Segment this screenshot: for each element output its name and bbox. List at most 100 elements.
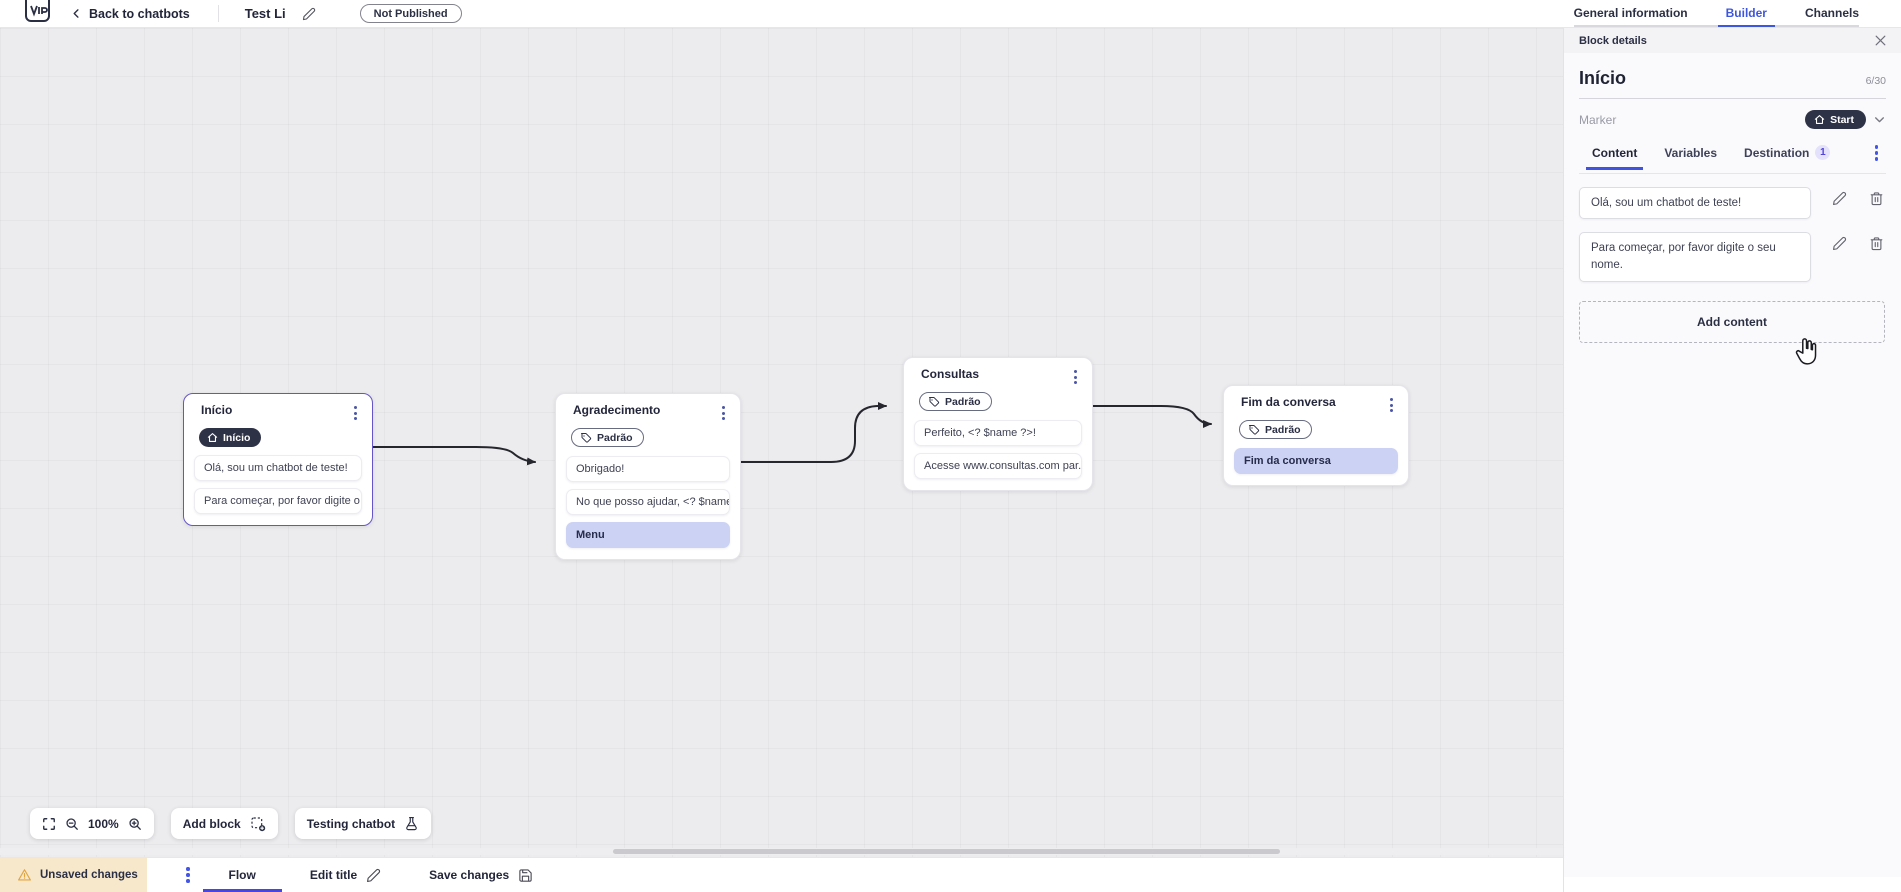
node-card[interactable]: Para começar, por favor digite o ... bbox=[194, 488, 362, 514]
delete-content-icon[interactable] bbox=[1869, 236, 1884, 251]
home-icon bbox=[1814, 114, 1825, 125]
add-block-label: Add block bbox=[182, 816, 241, 831]
node-title: Agradecimento bbox=[573, 403, 661, 417]
add-block-icon bbox=[250, 816, 266, 832]
flask-icon bbox=[404, 816, 419, 831]
fit-screen-icon[interactable] bbox=[42, 817, 56, 831]
pencil-icon bbox=[366, 868, 381, 883]
node-card[interactable]: Menu bbox=[566, 521, 730, 548]
content-item-row: Olá, sou um chatbot de teste! bbox=[1579, 186, 1886, 220]
content-text-card[interactable]: Para começar, por favor digite o seu nom… bbox=[1579, 232, 1811, 282]
badge-label: Padrão bbox=[597, 431, 633, 444]
node-title: Início bbox=[201, 403, 233, 417]
warning-icon bbox=[17, 868, 32, 882]
marker-value: Start bbox=[1830, 113, 1854, 126]
edit-content-icon[interactable] bbox=[1832, 191, 1847, 206]
unsaved-changes-label: Unsaved changes bbox=[40, 869, 138, 881]
chevron-down-icon[interactable] bbox=[1873, 113, 1886, 126]
badge-label: Padrão bbox=[1265, 423, 1301, 436]
bot-title: Test Li bbox=[244, 6, 286, 21]
node-card[interactable]: Acesse www.consultas.com par... bbox=[914, 452, 1082, 479]
badge-label: Padrão bbox=[945, 395, 981, 408]
edit-bot-title-icon[interactable] bbox=[302, 7, 316, 21]
canvas-controls: 100% Add block Testing chatbot bbox=[30, 808, 432, 839]
tab-destination-label: Destination bbox=[1744, 145, 1810, 160]
canvas-hscroll-track bbox=[0, 848, 1563, 855]
char-counter: 6/30 bbox=[1865, 75, 1886, 87]
tab-builder[interactable]: Builder bbox=[1717, 0, 1776, 27]
marker-label: Marker bbox=[1579, 112, 1617, 127]
marker-row: Marker Start bbox=[1579, 110, 1886, 129]
block-name-field[interactable]: Início bbox=[1579, 68, 1627, 88]
node-card[interactable]: Perfeito, <? $name ?>! bbox=[914, 419, 1082, 446]
tag-icon bbox=[1248, 424, 1260, 436]
flow-edge-agradecimento-to-consultas bbox=[740, 402, 887, 463]
zoom-level: 100% bbox=[88, 816, 119, 831]
node-card[interactable]: Olá, sou um chatbot de teste! bbox=[194, 455, 362, 481]
node-card[interactable]: Fim da conversa bbox=[1234, 447, 1398, 474]
zoom-in-icon[interactable] bbox=[128, 817, 142, 831]
node-menu-icon[interactable] bbox=[1385, 395, 1398, 415]
node-title: Consultas bbox=[921, 367, 980, 381]
back-to-chatbots-button[interactable]: Back to chatbots bbox=[71, 7, 190, 21]
add-content-button[interactable]: Add content bbox=[1579, 300, 1885, 343]
tab-variables[interactable]: Variables bbox=[1664, 146, 1717, 169]
tab-destination[interactable]: Destination 1 bbox=[1744, 145, 1831, 169]
marker-badge: Padrão bbox=[919, 392, 992, 411]
top-bar: Back to chatbots Test Li Not Published G… bbox=[0, 0, 1901, 28]
save-changes-label: Save changes bbox=[429, 868, 510, 882]
tab-variables-label: Variables bbox=[1664, 145, 1718, 160]
marker-start-pill[interactable]: Start bbox=[1805, 110, 1866, 129]
panel-body: Início 6/30 Marker Start bbox=[1564, 68, 1901, 343]
save-changes-button[interactable]: Save changes bbox=[429, 858, 533, 892]
node-card[interactable]: Obrigado! bbox=[566, 455, 730, 482]
tab-content-label: Content bbox=[1592, 145, 1638, 160]
tab-channels[interactable]: Channels bbox=[1804, 5, 1859, 20]
app-logo-icon bbox=[24, 0, 51, 24]
panel-footer bbox=[1564, 877, 1901, 892]
flow-edge-consultas-to-fim-da-conversa bbox=[1092, 405, 1212, 428]
close-icon[interactable] bbox=[1874, 34, 1887, 47]
edit-title-label: Edit title bbox=[309, 868, 358, 882]
node-menu-icon[interactable] bbox=[717, 403, 730, 423]
edit-title-button[interactable]: Edit title bbox=[310, 858, 381, 892]
delete-content-icon[interactable] bbox=[1869, 191, 1884, 206]
marker-badge: Padrão bbox=[1239, 420, 1312, 439]
tab-content[interactable]: Content bbox=[1585, 145, 1644, 170]
back-label: Back to chatbots bbox=[89, 6, 190, 21]
node-title: Fim da conversa bbox=[1241, 395, 1336, 409]
status-badge: Not Published bbox=[359, 4, 462, 23]
node-menu-icon[interactable] bbox=[349, 403, 362, 423]
badge-label: Início bbox=[223, 431, 251, 444]
bottom-bar: Unsaved changes Flow Edit title Save cha… bbox=[0, 857, 1563, 892]
panel-tabs: Content Variables Destination 1 bbox=[1579, 142, 1886, 174]
node-menu-icon[interactable] bbox=[1069, 367, 1082, 387]
content-item-row: Para começar, por favor digite o seu nom… bbox=[1579, 232, 1886, 282]
add-block-button[interactable]: Add block bbox=[170, 808, 278, 839]
tag-icon bbox=[928, 396, 940, 408]
panel-header-title: Block details bbox=[1579, 34, 1647, 47]
panel-menu-icon[interactable] bbox=[1870, 142, 1884, 173]
block-name-row: Início 6/30 bbox=[1579, 68, 1886, 99]
unsaved-changes-indicator: Unsaved changes bbox=[0, 858, 147, 892]
node-card[interactable]: No que posso ajudar, <? $name ... bbox=[566, 488, 730, 515]
edit-content-icon[interactable] bbox=[1832, 236, 1847, 251]
divider bbox=[217, 5, 219, 22]
testing-chatbot-label: Testing chatbot bbox=[306, 816, 396, 831]
flow-menu-icon[interactable] bbox=[181, 858, 195, 892]
marker-badge: Padrão bbox=[571, 428, 644, 447]
canvas-hscroll-thumb[interactable] bbox=[613, 849, 1280, 854]
content-text-card[interactable]: Olá, sou um chatbot de teste! bbox=[1579, 186, 1811, 220]
chevron-left-icon bbox=[71, 8, 82, 19]
destination-count-badge: 1 bbox=[1815, 145, 1831, 161]
tab-flow[interactable]: Flow bbox=[197, 858, 288, 892]
zoom-out-icon[interactable] bbox=[65, 817, 79, 831]
testing-chatbot-button[interactable]: Testing chatbot bbox=[294, 808, 432, 839]
tab-general-information[interactable]: General information bbox=[1573, 5, 1688, 20]
